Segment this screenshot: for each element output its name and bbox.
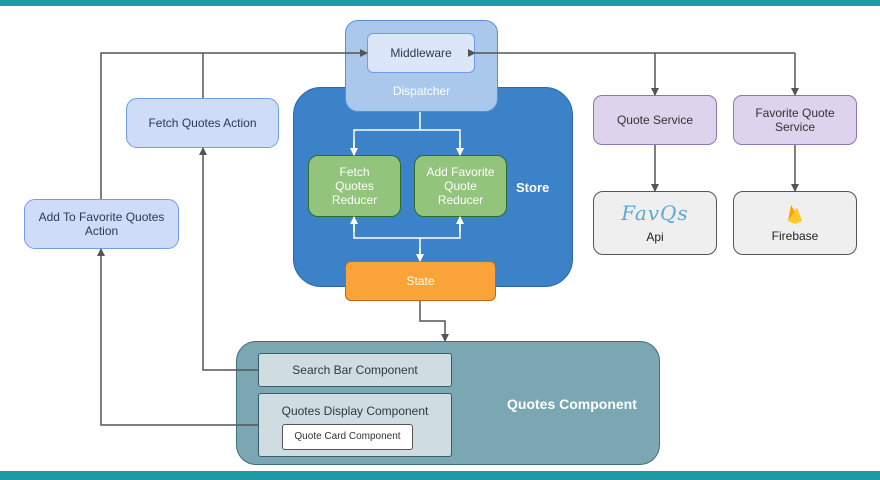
connector-state-to-quotes-component [419,301,449,342]
connector-search-bar-to-fetch-action [199,147,258,371]
add-favorite-quote-reducer: Add Favorite Quote Reducer [414,155,507,217]
top-frame-bar [0,0,880,6]
firebase-flame-icon [788,205,802,224]
favorite-reducer-line-3: Reducer [437,193,484,207]
search-bar-component: Search Bar Component [258,353,452,387]
connector-add-favorite-to-middleware [100,49,368,199]
favorite-reducer-line-2: Quote [444,179,477,193]
fetch-quotes-action: Fetch Quotes Action [126,98,279,148]
firebase-box: Firebase [733,191,857,255]
search-bar-component-label: Search Bar Component [292,363,418,377]
connector-reducers-to-state [353,217,461,261]
fetch-reducer-line-2: Quotes [335,179,374,193]
favqs-logo-icon: FavQs [621,201,689,225]
firebase-label: Firebase [771,229,819,243]
add-favorite-action-line-1: Add To Favorite Quotes [38,210,165,224]
quote-card-component-label: Quote Card Component [294,431,401,442]
favorite-quote-service: Favorite Quote Service [733,95,857,145]
middleware-label: Middleware [390,46,452,60]
state-label: State [406,274,435,288]
connector-quotes-display-to-add-favorite [97,248,258,426]
state-box: State [345,261,496,301]
fetch-quotes-action-label: Fetch Quotes Action [148,116,257,130]
add-favorite-action-line-2: Action [84,224,119,238]
bottom-frame-bar [0,471,880,480]
add-to-favorite-quotes-action: Add To Favorite Quotes Action [24,199,179,249]
store-label: Store [516,180,550,195]
favorite-service-line-1: Favorite Quote [755,106,835,120]
quotes-display-component-label: Quotes Display Component [281,404,429,418]
middleware-box: Middleware [367,33,475,73]
favorite-service-line-2: Service [774,120,815,134]
dispatcher-label: Dispatcher [392,84,451,98]
quote-card-component: Quote Card Component [282,424,413,450]
fetch-reducer-line-1: Fetch [339,165,370,179]
fetch-reducer-line-3: Reducer [331,193,378,207]
api-label: Api [646,230,664,244]
api-box: FavQs Api [593,191,717,255]
connector-dispatcher-to-reducers [353,112,461,155]
favorite-reducer-line-1: Add Favorite [426,165,495,179]
quote-service-label: Quote Service [616,113,694,127]
quotes-component-label: Quotes Component [507,396,637,412]
